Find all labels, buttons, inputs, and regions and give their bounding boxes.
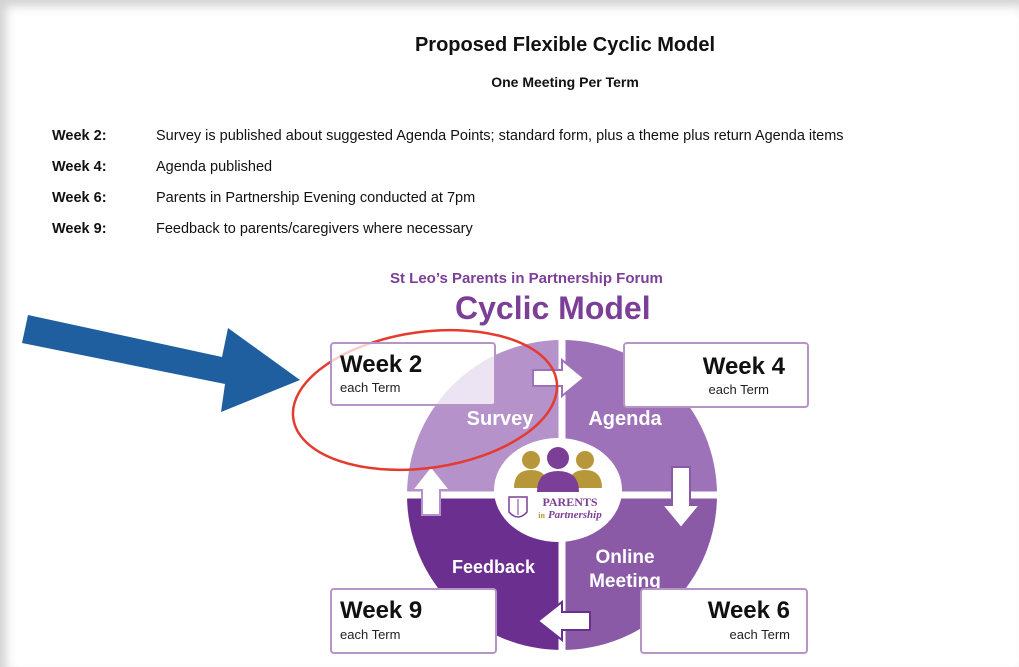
highlight-circle [291, 328, 559, 472]
week-description: Feedback to parents/caregivers where nec… [156, 221, 473, 237]
survey-label: Survey [466, 408, 534, 430]
forum-title: St Leo’s Parents in Partnership Forum [390, 270, 663, 287]
week-label: Week 4: [52, 159, 107, 175]
cyclic-heading: Cyclic Model [455, 290, 651, 326]
page-title: Proposed Flexible Cyclic Model [414, 34, 716, 56]
arrow-up-icon [409, 464, 453, 516]
week9-box: Week 9 each Term [330, 588, 497, 654]
blue-pointer-arrow-icon [22, 315, 300, 412]
feedback-label: Feedback [451, 557, 536, 577]
week-description: Parents in Partnership Evening conducted… [156, 190, 476, 206]
agenda-label: Agenda [588, 408, 662, 430]
arrow-down-icon [659, 466, 703, 530]
online-meeting-label: Online Meeting [589, 547, 661, 592]
crest-icon [508, 496, 528, 518]
week-label: Week 6: [52, 190, 107, 206]
logo-text: PARENTS in Partnership [538, 495, 602, 521]
week-description: Survey is published about suggested Agen… [156, 128, 844, 144]
week4-box: Week 4 each Term [623, 342, 809, 408]
online-quadrant [562, 495, 717, 650]
arrow-left-icon [536, 599, 591, 643]
people-icon [514, 447, 602, 492]
week2-box: Week 2 each Term [330, 342, 496, 406]
schedule-row: Week 9: Feedback to parents/caregivers wh… [52, 221, 473, 237]
schedule-row: Week 2: Survey is published about suggest… [52, 128, 844, 144]
schedule-row: Week 6: Parents in Partnership Evening co… [52, 190, 475, 206]
week6-box: Week 6 each Term [640, 588, 808, 654]
feedback-quadrant [407, 495, 562, 650]
page-subtitle: One Meeting Per Term [491, 74, 639, 90]
week-label: Week 9: [52, 221, 107, 237]
arrow-right-icon [532, 357, 586, 399]
schedule-row: Week 4: Agenda published [52, 159, 272, 175]
week-description: Agenda published [156, 159, 273, 175]
week-label: Week 2: [52, 128, 107, 144]
